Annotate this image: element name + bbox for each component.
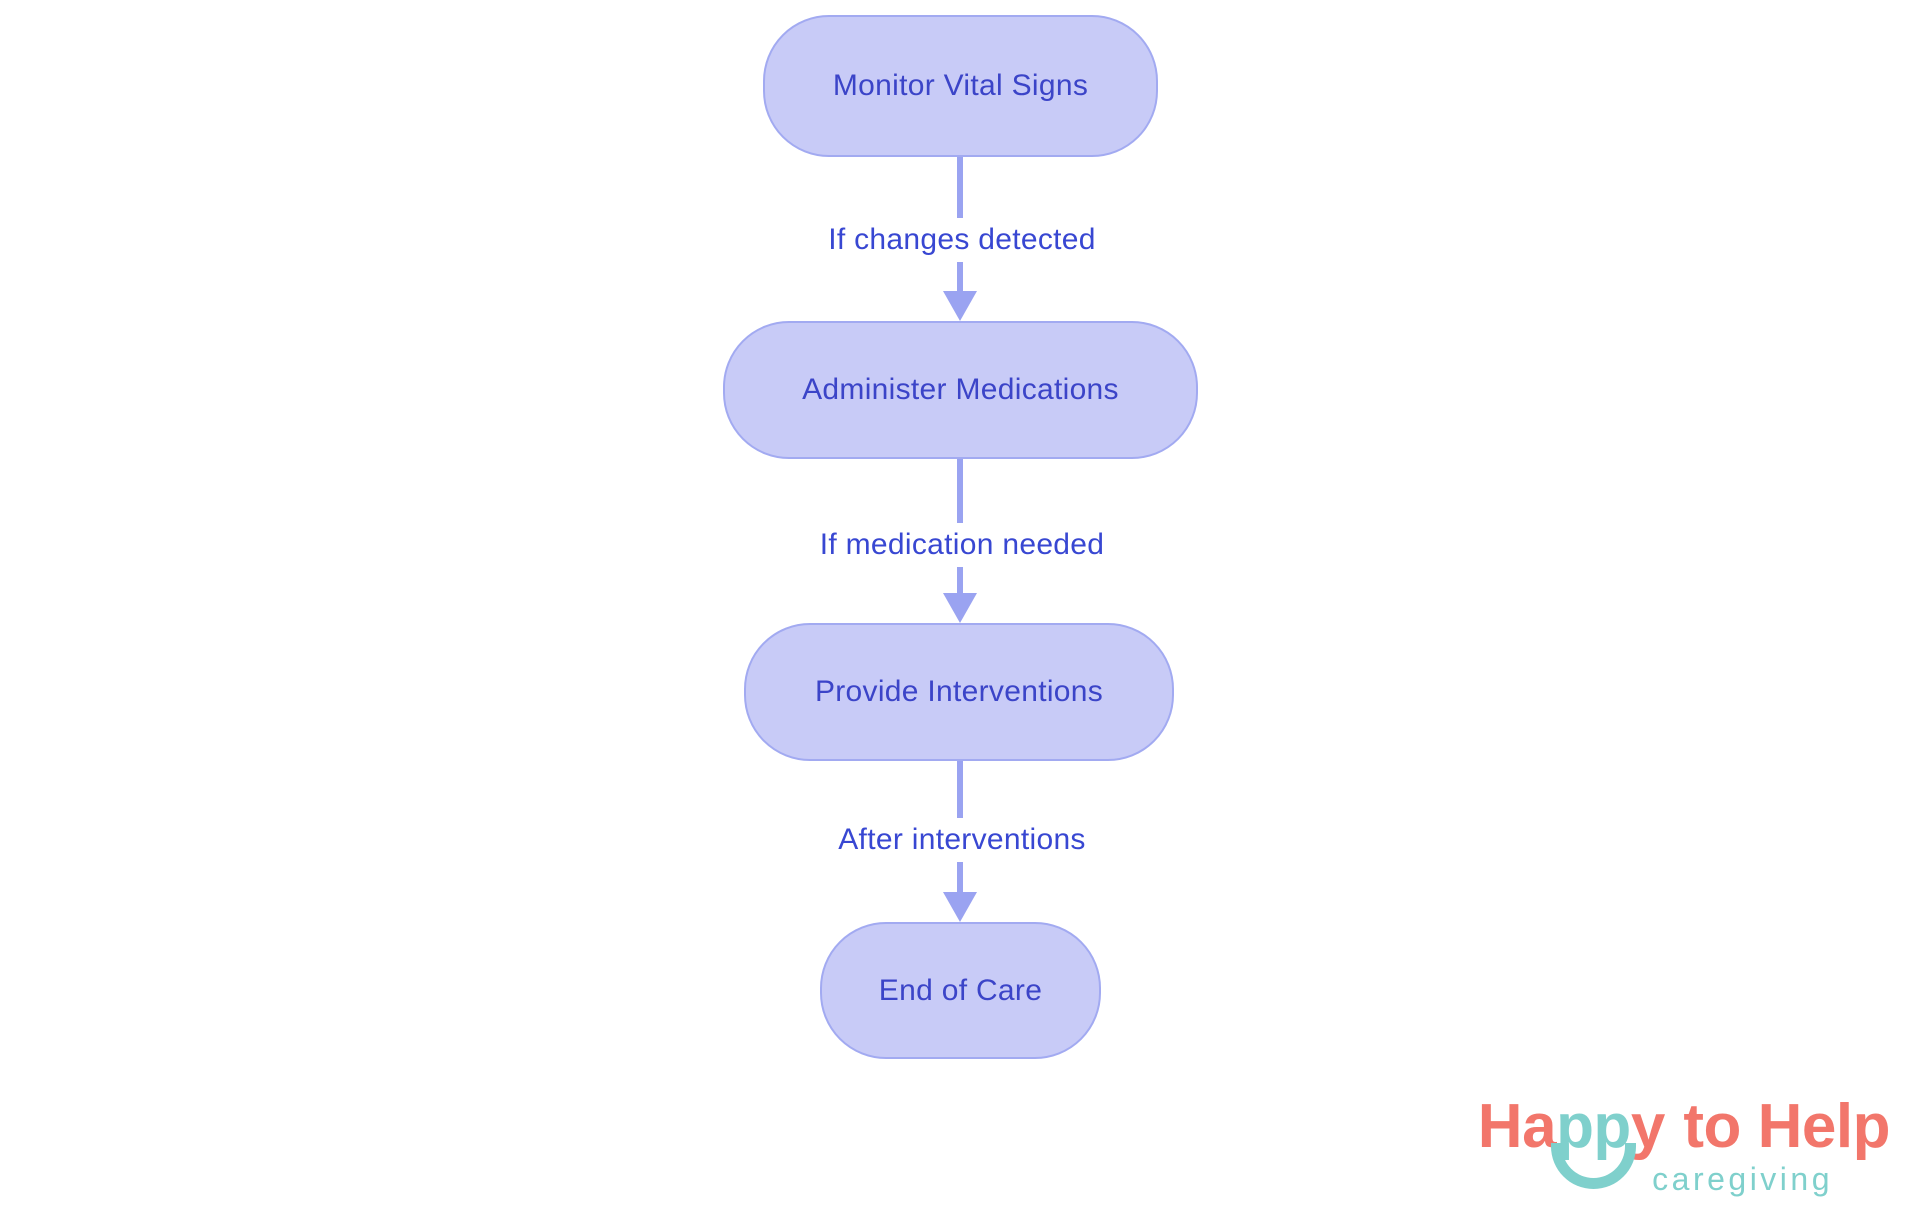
edge-label-2: If medication needed [807,523,1117,567]
node-label: End of Care [878,973,1043,1007]
arrowhead-down-icon [943,892,977,922]
node-monitor-vital-signs: Monitor Vital Signs [763,15,1158,157]
logo-text-ha: Ha [1477,1092,1557,1161]
node-administer-medications: Administer Medications [723,321,1198,459]
edge-label-3: After interventions [826,818,1098,862]
logo-text-pp: pp [1551,1096,1636,1189]
node-label: Provide Interventions [814,675,1104,708]
arrowhead-down-icon [943,291,977,321]
logo-text-y: y [1630,1092,1665,1161]
node-provide-interventions: Provide Interventions [744,623,1174,761]
smile-icon [1551,1143,1636,1189]
edge-label-1: If changes detected [816,218,1108,262]
node-end-of-care: End of Care [820,922,1101,1059]
logo-text-to-help: to Help [1683,1092,1890,1161]
node-label: Monitor Vital Signs [832,69,1089,102]
logo-tagline: caregiving [1652,1161,1833,1197]
node-label: Administer Medications [802,373,1119,406]
arrowhead-down-icon [943,593,977,623]
